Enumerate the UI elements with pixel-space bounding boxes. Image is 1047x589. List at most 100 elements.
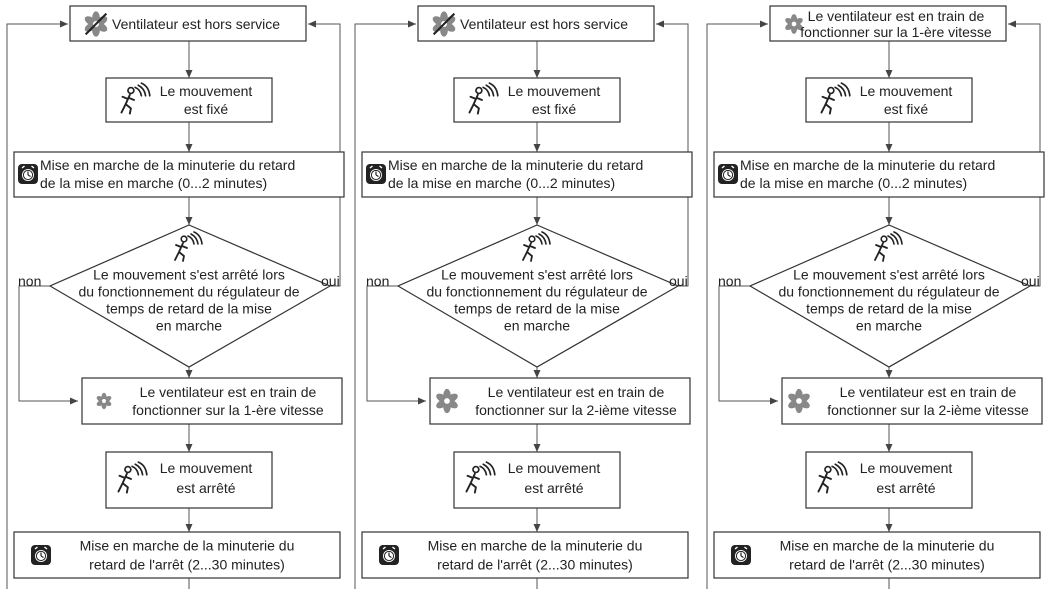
decision-diamond <box>748 224 1032 368</box>
node-text-line: retard de l'arrêt (2...30 minutes) <box>437 557 633 573</box>
arrow-head <box>408 20 416 28</box>
arrow-head <box>885 144 893 152</box>
arrow-head <box>1008 20 1016 28</box>
node-text-line: en marche <box>504 318 570 334</box>
fan-running-node: Le ventilateur est en train defonctionne… <box>429 377 691 425</box>
arrow-head <box>770 397 778 405</box>
connectors <box>706 20 1041 589</box>
node-text-line: retard de l'arrêt (2...30 minutes) <box>89 557 285 573</box>
timer-icon <box>378 544 400 566</box>
node-text-line: Le ventilateur est en train de <box>840 384 1017 400</box>
fan-running-box <box>429 377 691 425</box>
arrow-head <box>185 217 193 225</box>
fan-running-node: Le ventilateur est en train de fonctionne… <box>781 377 1043 425</box>
arrow-head <box>533 524 541 532</box>
fan-off-icon <box>83 11 109 37</box>
start-state-box <box>417 5 655 42</box>
flowchart-column-3: Le ventilateur est en train de fonctionne… <box>706 5 1045 589</box>
node-text-line: fonctionner sur la 2-ième vitesse <box>827 402 1029 418</box>
loop-back-line <box>354 23 416 589</box>
arrow-head <box>308 20 316 28</box>
timer-on-delay-node: Mise en marche de la minuterie du retard… <box>361 151 693 198</box>
node-text-line: est fixé <box>184 101 229 117</box>
node-text-line: de la mise en marche (0...2 minutes) <box>40 175 267 191</box>
node-text-line: en marche <box>156 318 222 334</box>
node-text-line: temps de retard de la mise <box>454 301 620 317</box>
node-text-line: Le mouvement <box>160 460 253 476</box>
branch-label-no: non <box>18 273 41 289</box>
motion-stopped-node: Le mouvement est arrêté <box>105 451 273 509</box>
arrow-head <box>760 20 768 28</box>
node-text-line: du fonctionnement du régulateur de <box>778 284 999 300</box>
timer-off-delay-box <box>713 531 1041 579</box>
fan-running-node: Le ventilateur est en train de fonctionne… <box>81 377 343 425</box>
branch-label-yes: oui <box>321 273 340 289</box>
node-text-line: de la mise en marche (0...2 minutes) <box>740 175 967 191</box>
fan-running-box <box>81 377 343 425</box>
node-text-line: du fonctionnement du régulateur de <box>78 284 299 300</box>
node-text-line: Le mouvement s'est arrêté lors <box>793 267 985 283</box>
arrow-head <box>418 397 426 405</box>
decision-diamond <box>396 224 680 368</box>
arrow-head <box>885 444 893 452</box>
start-state-node: Le ventilateur est en train defonctionne… <box>769 5 1007 42</box>
node-text-line: Mise en marche de la minuterie du <box>780 538 995 554</box>
motion-fixed-node: Le mouvement est fixé <box>105 77 273 123</box>
start-state-box <box>769 5 1007 42</box>
node-text-line: Le mouvement <box>508 83 601 99</box>
arrow-head <box>60 20 68 28</box>
motion-stopped-box <box>805 451 973 509</box>
arrow-head <box>185 144 193 152</box>
arrow-head <box>70 397 78 405</box>
node-text-line: Mise en marche de la minuterie du retard <box>388 157 643 173</box>
node-text-line: temps de retard de la mise <box>806 301 972 317</box>
arrow-head <box>185 370 193 378</box>
timer-off-delay-box <box>13 531 341 579</box>
branch-label-no: non <box>718 273 741 289</box>
motion-stopped-node: Le mouvement est arrêté <box>453 451 621 509</box>
timer-off-delay-node: Mise en marche de la minuterie du retard … <box>713 531 1041 579</box>
node-text-line: de la mise en marche (0...2 minutes) <box>388 175 615 191</box>
node-text-line: Le mouvement <box>860 460 953 476</box>
motion-stopped-box <box>453 451 621 509</box>
timer-icon <box>30 544 52 566</box>
fan-running-box <box>781 377 1043 425</box>
timer-on-delay-box <box>713 151 1045 198</box>
loop-back-line <box>706 23 768 589</box>
arrow-head <box>533 144 541 152</box>
decision-diamond <box>48 224 332 368</box>
arrow-head <box>533 370 541 378</box>
start-state-box <box>69 5 307 42</box>
timer-on-delay-box <box>13 151 345 198</box>
node-text-line: est fixé <box>884 101 929 117</box>
arrow-head <box>533 444 541 452</box>
node-text-line: Le ventilateur est en train de <box>140 384 317 400</box>
node-text-line: Mise en marche de la minuterie du <box>428 538 643 554</box>
arrow-head <box>656 20 664 28</box>
arrow-head <box>185 444 193 452</box>
timer-on-delay-node: Mise en marche de la minuterie du retard… <box>13 151 345 198</box>
arrow-head <box>185 70 193 78</box>
timer-icon <box>730 544 752 566</box>
loop-back-line <box>6 23 68 589</box>
branch-label-no: non <box>366 273 389 289</box>
node-text-line: est arrêté <box>524 480 583 496</box>
node-text-line: retard de l'arrêt (2...30 minutes) <box>789 557 985 573</box>
timer-off-delay-node: Mise en marche de la minuterie duretard … <box>13 531 341 579</box>
node-text-line: Le mouvement <box>160 83 253 99</box>
node-text-line: fonctionner sur la 1-ère vitesse <box>132 402 324 418</box>
node-text-line: fonctionner sur la 2-ième vitesse <box>475 402 677 418</box>
branch-label-yes: oui <box>1021 273 1040 289</box>
node-text-line: Le mouvement <box>508 460 601 476</box>
node-text-line: est arrêté <box>176 480 235 496</box>
arrow-head <box>185 524 193 532</box>
timer-icon <box>365 163 387 185</box>
no-branch-line <box>366 285 426 402</box>
no-branch-line <box>718 285 778 402</box>
start-state-node: Ventilateur est hors service <box>69 5 307 42</box>
arrow-head <box>885 217 893 225</box>
node-text-line: Le ventilateur est en train de <box>808 8 985 24</box>
